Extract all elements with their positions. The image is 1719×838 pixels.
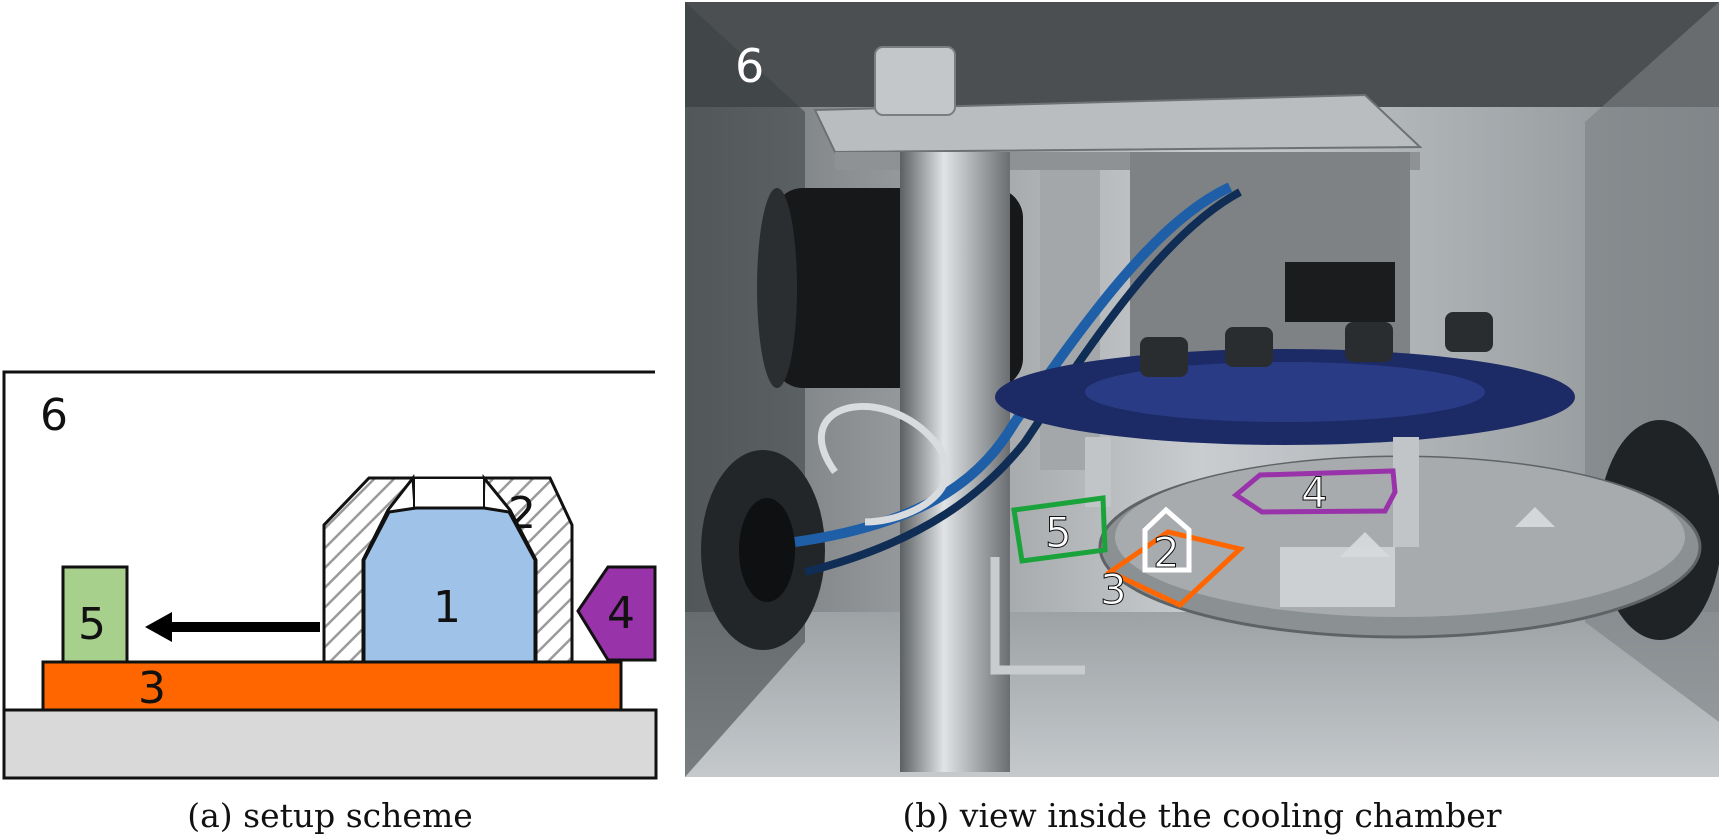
- floor: [2, 708, 658, 780]
- top-bolt: [874, 46, 956, 116]
- chamber-frame: [2, 370, 655, 778]
- top-plate: [813, 93, 1423, 154]
- photo-indenter-label: 4: [1301, 468, 1328, 517]
- plate: [41, 660, 623, 712]
- knob-4: [1445, 312, 1493, 352]
- table-post-1: [1085, 437, 1111, 507]
- photo-receiver-label: 5: [1045, 508, 1072, 557]
- photo-plate-label: 3: [1100, 565, 1127, 614]
- plate-label: 3: [138, 663, 166, 714]
- photo-chamber-label: 6: [735, 39, 764, 93]
- sample: [362, 506, 537, 664]
- left-flange-bore: [739, 498, 795, 602]
- knob-2: [1225, 327, 1273, 367]
- navy-ring-inner: [1085, 362, 1485, 422]
- holder-window: [413, 477, 485, 509]
- receiver-block: [61, 565, 129, 664]
- sample-label: 1: [433, 582, 461, 633]
- chamber-label: 6: [40, 390, 68, 441]
- chamber-ceiling: [685, 2, 1719, 107]
- receiver-label: 5: [78, 599, 106, 650]
- motor-cylinder-end: [757, 188, 797, 388]
- photo-plate-marker: [1105, 529, 1246, 608]
- l-bracket: [990, 557, 1085, 675]
- knob-1: [1140, 337, 1188, 377]
- cable-grey: [817, 402, 951, 526]
- photo-holder-label: 2: [1153, 528, 1180, 577]
- cable-bundle-2: [804, 188, 1242, 576]
- caption-cooling-chamber: (b) view inside the cooling chamber: [902, 796, 1502, 835]
- setup-scheme-diagram: 6 3 5 2 1 4: [2, 370, 658, 780]
- left-wall-shadow: [685, 2, 805, 777]
- cooling-chamber-photo: 6 3 2 4 5: [685, 2, 1719, 777]
- caption-setup-scheme: (a) setup scheme: [187, 796, 473, 835]
- holder: [322, 473, 574, 664]
- chamber-floor: [685, 612, 1719, 777]
- table-tile: [1280, 547, 1395, 607]
- mechanism-clamp: [1285, 262, 1395, 322]
- photo-holder-marker: [1142, 506, 1192, 573]
- cone-2: [1515, 507, 1555, 527]
- photo-indenter-marker: [1231, 468, 1398, 515]
- motion-arrow-head: [145, 612, 172, 642]
- indenter: [576, 565, 657, 662]
- indenter-label: 4: [607, 588, 635, 639]
- support-pillar: [900, 152, 1010, 772]
- knob-3: [1345, 322, 1393, 362]
- photo-receiver-marker: [1011, 495, 1108, 564]
